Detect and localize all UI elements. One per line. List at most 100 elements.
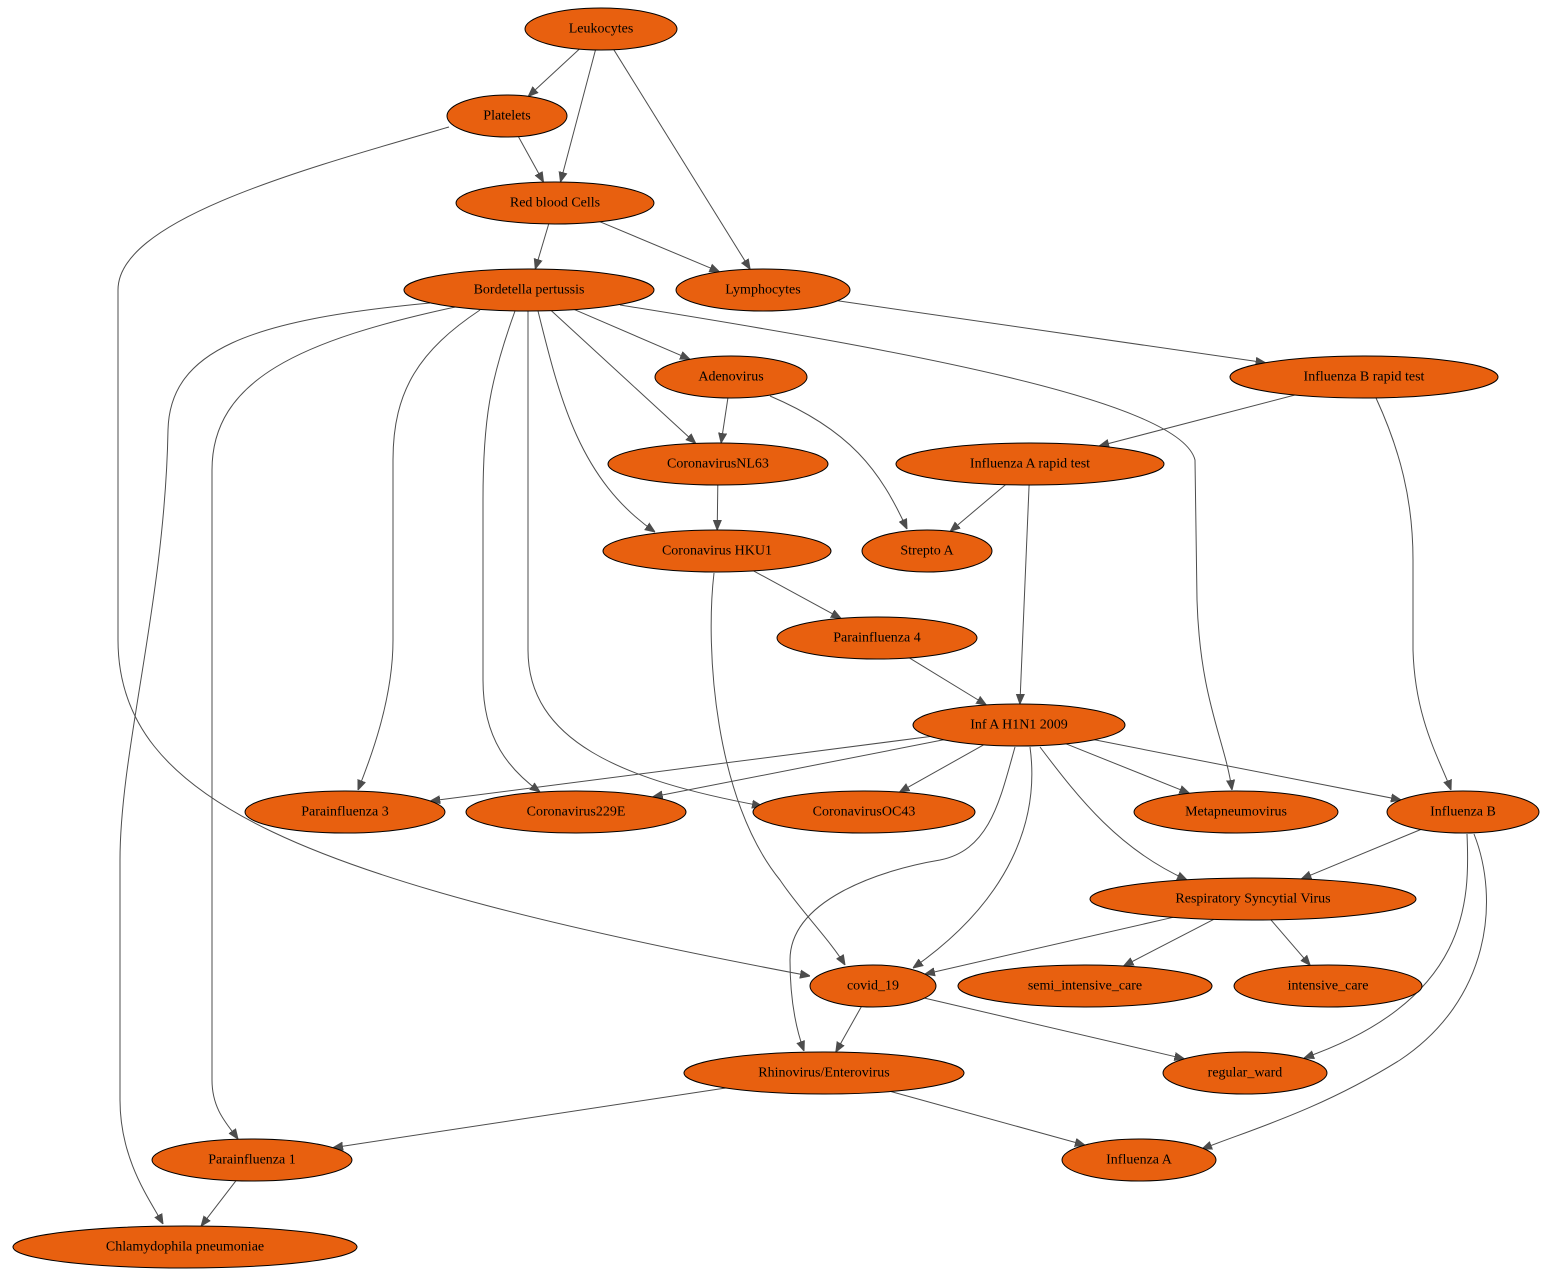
edge-adeno-to-strep: [769, 395, 907, 529]
edge-infb-to-ward: [1304, 833, 1469, 1058]
node-iarap[interactable]: Influenza A rapid test: [895, 442, 1165, 486]
node-label: covid_19: [847, 979, 899, 994]
edges-layer: [117, 48, 1487, 1226]
node-shape: [1089, 877, 1417, 921]
node-label: Chlamydophila pneumoniae: [106, 1240, 264, 1255]
node-semi[interactable]: semi_intensive_care: [957, 964, 1213, 1008]
node-shape: [607, 442, 829, 486]
edge-iarap-to-h1n1: [1020, 484, 1030, 704]
node-label: Influenza A rapid test: [970, 457, 1090, 472]
node-oc43[interactable]: CoronavirusOC43: [752, 790, 976, 834]
node-icu[interactable]: intensive_care: [1233, 964, 1423, 1008]
node-shape: [1386, 790, 1540, 834]
node-shape: [602, 529, 832, 573]
edge-rhino-to-infa: [890, 1091, 1085, 1146]
edge-h1n1-to-covid: [913, 746, 1033, 968]
edge-adeno-to-nl63: [721, 397, 729, 443]
edge-bord-to-nl63: [551, 310, 695, 444]
node-shape: [524, 7, 678, 51]
node-label: Rhinovirus/Enterovirus: [758, 1066, 889, 1081]
node-shape: [1133, 790, 1339, 834]
node-label: Coronavirus229E: [527, 805, 626, 820]
edge-bord-to-adeno: [574, 309, 690, 360]
node-rbc[interactable]: Red blood Cells: [455, 181, 655, 225]
node-label: Adenovirus: [698, 370, 763, 385]
node-label: Strepto A: [900, 544, 954, 559]
edge-ibrap-to-iarap: [1099, 394, 1296, 446]
node-shape: [912, 703, 1126, 747]
edge-hku1-to-para4: [753, 570, 841, 619]
edge-bord-to-oc43: [527, 311, 762, 806]
node-label: Platelets: [483, 109, 530, 124]
node-infb[interactable]: Influenza B: [1386, 790, 1540, 834]
node-label: CoronavirusNL63: [667, 457, 769, 472]
node-shape: [895, 442, 1165, 486]
node-shape: [683, 1051, 965, 1095]
node-adeno[interactable]: Adenovirus: [654, 355, 808, 399]
node-shape: [403, 268, 655, 312]
edge-lymph-to-ibrap: [837, 300, 1266, 363]
node-hku1[interactable]: Coronavirus HKU1: [602, 529, 832, 573]
node-nl63[interactable]: CoronavirusNL63: [607, 442, 829, 486]
node-label: Respiratory Syncytial Virus: [1175, 892, 1330, 907]
node-covid[interactable]: covid_19: [809, 964, 937, 1008]
node-label: Red blood Cells: [510, 196, 600, 211]
node-ibrap[interactable]: Influenza B rapid test: [1229, 355, 1499, 399]
node-label: Bordetella pertussis: [474, 283, 585, 298]
edge-leuk-to-rbc: [561, 49, 596, 182]
edge-h1n1-to-infb: [1094, 739, 1401, 800]
edge-bord-to-para3: [358, 309, 481, 790]
edge-bord-to-para1: [211, 305, 461, 1139]
edge-nl63-to-hku1: [717, 484, 718, 530]
node-label: Parainfluenza 4: [833, 631, 920, 646]
edge-h1n1-to-c229e: [653, 739, 944, 797]
node-label: Influenza B rapid test: [1304, 370, 1425, 385]
node-shape: [752, 790, 976, 834]
node-ward[interactable]: regular_ward: [1162, 1051, 1328, 1095]
node-leuk[interactable]: Leukocytes: [524, 7, 678, 51]
node-label: semi_intensive_care: [1028, 979, 1142, 994]
node-shape: [1061, 1138, 1217, 1182]
node-lymph[interactable]: Lymphocytes: [675, 268, 851, 312]
edge-para1-to-chlam: [201, 1180, 237, 1226]
node-label: Lymphocytes: [725, 283, 800, 298]
edge-rsv-to-icu: [1270, 919, 1310, 966]
edge-ibrap-to-infb: [1375, 397, 1451, 790]
node-strep[interactable]: Strepto A: [861, 529, 993, 573]
edge-plat-to-rbc: [517, 136, 543, 183]
node-shape: [465, 790, 687, 834]
node-label: intensive_care: [1288, 979, 1369, 994]
node-shape: [455, 181, 655, 225]
edge-rbc-to-bord: [535, 223, 550, 269]
node-rsv[interactable]: Respiratory Syncytial Virus: [1089, 877, 1417, 921]
node-shape: [151, 1138, 353, 1182]
node-c229e[interactable]: Coronavirus229E: [465, 790, 687, 834]
node-label: Influenza B: [1430, 805, 1496, 820]
edge-iarap-to-strep: [950, 484, 1006, 532]
node-para3[interactable]: Parainfluenza 3: [244, 790, 446, 834]
node-infa[interactable]: Influenza A: [1061, 1138, 1217, 1182]
node-label: Parainfluenza 1: [208, 1153, 295, 1168]
node-meta[interactable]: Metapneumovirus: [1133, 790, 1339, 834]
node-plat[interactable]: Platelets: [446, 94, 568, 138]
node-rhino[interactable]: Rhinovirus/Enterovirus: [683, 1051, 965, 1095]
edge-bord-to-chlam: [119, 302, 431, 1224]
edge-h1n1-to-rhino: [789, 746, 1016, 1051]
node-shape: [244, 790, 446, 834]
node-chlam[interactable]: Chlamydophila pneumoniae: [12, 1225, 358, 1269]
edge-plat-to-covid: [117, 126, 810, 976]
node-h1n1[interactable]: Inf A H1N1 2009: [912, 703, 1126, 747]
node-bord[interactable]: Bordetella pertussis: [403, 268, 655, 312]
node-shape: [957, 964, 1213, 1008]
edge-rsv-to-covid: [925, 916, 1174, 974]
node-label: Coronavirus HKU1: [662, 544, 772, 559]
node-para4[interactable]: Parainfluenza 4: [776, 616, 978, 660]
node-shape: [12, 1225, 358, 1269]
node-label: Inf A H1N1 2009: [970, 718, 1068, 733]
node-para1[interactable]: Parainfluenza 1: [151, 1138, 353, 1182]
node-label: Influenza A: [1106, 1153, 1173, 1168]
edge-rbc-to-lymph: [599, 221, 720, 272]
edge-leuk-to-plat: [528, 48, 580, 96]
node-label: Metapneumovirus: [1185, 805, 1287, 820]
node-label: Parainfluenza 3: [301, 805, 388, 820]
